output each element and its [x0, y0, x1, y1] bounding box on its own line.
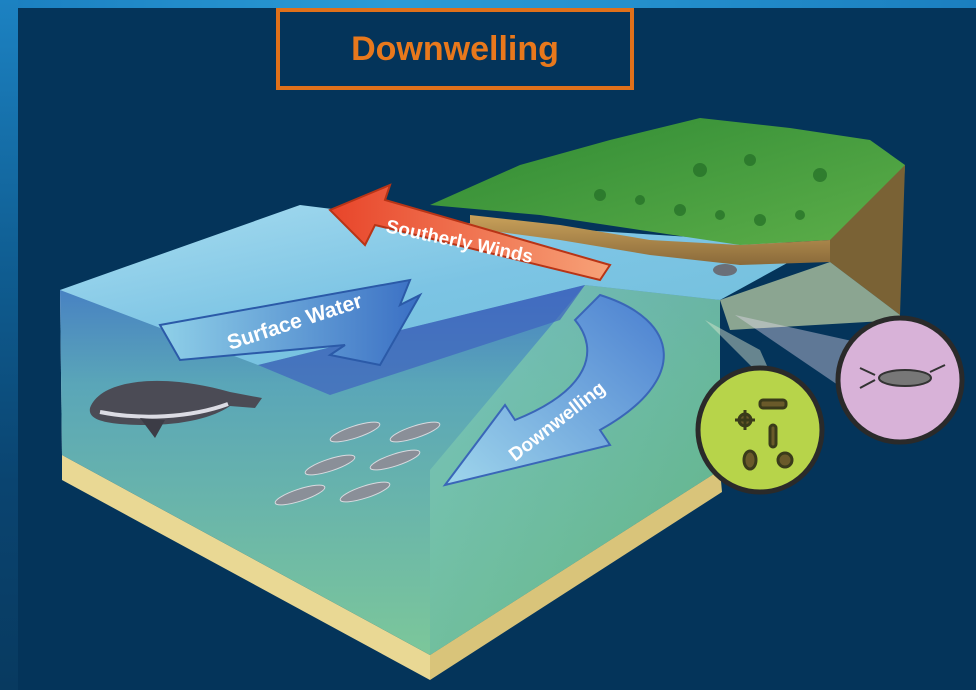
- land-terrain: [430, 118, 905, 260]
- top-edge-decoration: [0, 0, 976, 8]
- forest-texture: [594, 154, 827, 226]
- whale-icon: [89, 380, 262, 438]
- block-right-bottom-edge: [430, 470, 722, 680]
- land-right-face: [830, 165, 905, 315]
- plankton-circle-icon: [695, 320, 825, 495]
- left-edge-decoration: [0, 0, 18, 690]
- land-cliff: [470, 215, 830, 265]
- block-front-face: [62, 455, 430, 680]
- zooplankton-circle-icon: [735, 315, 965, 445]
- deep-water-layer: [258, 285, 585, 395]
- fish-school-icon: [274, 421, 441, 506]
- land-side-shade: [720, 262, 900, 330]
- page-title: Downwelling: [351, 29, 559, 68]
- title-box: Downwelling: [276, 8, 634, 90]
- seal-icon: [713, 264, 737, 276]
